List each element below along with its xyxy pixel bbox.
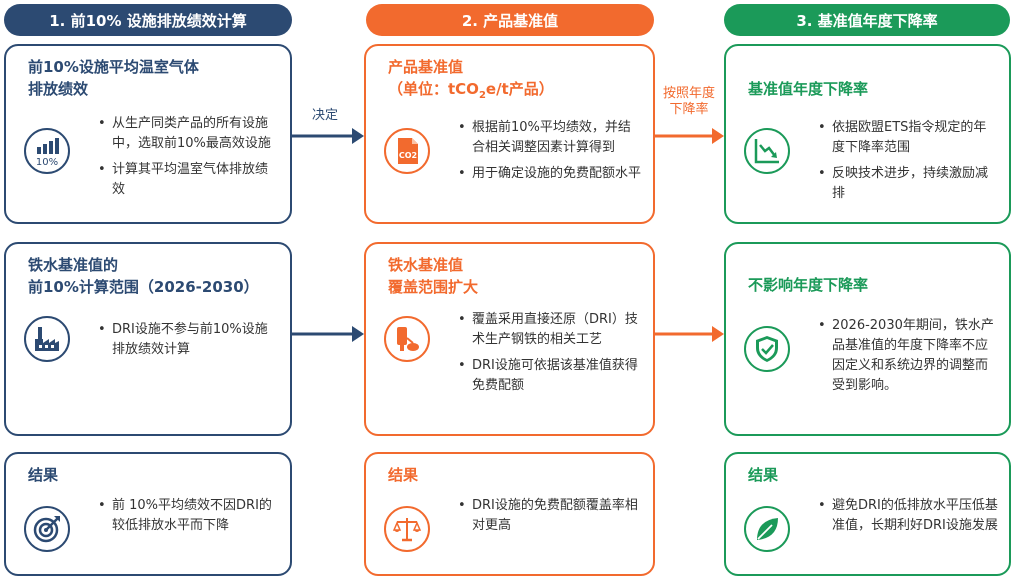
svg-text:10%: 10%: [36, 157, 58, 166]
bullet-list: 依据欧盟ETS指令规定的年度下降率范围 反映技术进步，持续激励减排: [818, 118, 999, 210]
bullet-list: DRI设施的免费配额覆盖率相对更高: [458, 496, 643, 542]
bar-chart-icon: 10%: [24, 128, 70, 174]
arrow-decide: [292, 128, 364, 144]
bullet-list: 从生产同类产品的所有设施中，选取前10%最高效设施 计算其平均温室气体排放绩效: [98, 114, 280, 206]
card-title: 产品基准值: [388, 58, 464, 76]
declining-chart-icon: [744, 128, 790, 174]
dri-furnace-icon: [384, 316, 430, 362]
card-annual-reduction-rate: 基准值年度下降率 依据欧盟ETS指令规定的年度下降率范围 反映技术进步，持续激励…: [724, 44, 1011, 224]
bullet-list: 覆盖采用直接还原（DRI）技术生产钢铁的相关工艺 DRI设施可依据该基准值获得免…: [458, 310, 643, 402]
card-title: 铁水基准值的 前10%计算范围（2026-2030）: [28, 256, 259, 296]
list-item: 依据欧盟ETS指令规定的年度下降率范围: [818, 118, 999, 158]
target-icon: [24, 506, 70, 552]
card-result-col1: 结果 前 10%平均绩效不因DRI的较低排放水平而下降: [4, 452, 292, 576]
card-title: 不影响年度下降率: [748, 276, 869, 294]
list-item: DRI设施的免费配额覆盖率相对更高: [458, 496, 643, 536]
arrow-annual-rate: [655, 128, 724, 144]
co2-document-icon: CO2: [384, 128, 430, 174]
list-item: DRI设施不参与前10%设施排放绩效计算: [98, 320, 280, 360]
bullet-list: 根据前10%平均绩效，并结合相关调整因素计算得到 用于确定设施的免费配额水平: [458, 118, 643, 190]
arrow-no-impact: [655, 326, 724, 342]
list-item: DRI设施可依据该基准值获得免费配额: [458, 356, 643, 396]
bullet-list: 避免DRI的低排放水平压低基准值，长期利好DRI设施发展: [818, 496, 999, 542]
list-item: 反映技术进步，持续激励减排: [818, 164, 999, 204]
card-title: 结果: [748, 466, 779, 484]
unit-label: （单位：tCO2e/t产品）: [388, 80, 554, 101]
card-title: 结果: [28, 466, 59, 484]
list-item: 用于确定设施的免费配额水平: [458, 164, 643, 184]
arrow-label-annual-rate: 按照年度 下降率: [662, 86, 715, 117]
card-result-col2: 结果 DRI设施的免费配额覆盖率相对更高: [364, 452, 655, 576]
arrow-dri-scope: [292, 326, 364, 342]
list-item: 计算其平均温室气体排放绩效: [98, 160, 280, 200]
leaf-icon: [744, 506, 790, 552]
shield-check-icon: [744, 326, 790, 372]
svg-text:CO2: CO2: [399, 151, 417, 160]
card-title: 结果: [388, 466, 419, 484]
card-result-col3: 结果 避免DRI的低排放水平压低基准值，长期利好DRI设施发展: [724, 452, 1011, 576]
header-col1: 1. 前10% 设施排放绩效计算: [4, 4, 292, 36]
list-item: 覆盖采用直接还原（DRI）技术生产钢铁的相关工艺: [458, 310, 643, 350]
factory-icon: [24, 316, 70, 362]
card-title: 基准值年度下降率: [748, 80, 869, 98]
header-col3: 3. 基准值年度下降率: [724, 4, 1010, 36]
scales-icon: [384, 506, 430, 552]
list-item: 2026-2030年期间，铁水产品基准值的年度下降率不应因定义和系统边界的调整而…: [818, 316, 999, 396]
card-hot-metal-coverage: 铁水基准值 覆盖范围扩大 覆盖采用直接还原（DRI）技术生产钢铁的相关工艺 DR…: [364, 242, 655, 436]
header-col2: 2. 产品基准值: [366, 4, 654, 36]
card-title: 铁水基准值 覆盖范围扩大: [388, 256, 479, 296]
bullet-list: 前 10%平均绩效不因DRI的较低排放水平而下降: [98, 496, 280, 542]
bullet-list: 2026-2030年期间，铁水产品基准值的年度下降率不应因定义和系统边界的调整而…: [818, 316, 999, 402]
bullet-list: DRI设施不参与前10%设施排放绩效计算: [98, 320, 280, 366]
card-product-benchmark: 产品基准值 （单位：tCO2e/t产品） CO2 根据前10%平均绩效，并结合相…: [364, 44, 655, 224]
card-title: 前10%设施平均温室气体 排放绩效: [28, 58, 199, 98]
list-item: 根据前10%平均绩效，并结合相关调整因素计算得到: [458, 118, 643, 158]
card-top10-performance: 前10%设施平均温室气体 排放绩效 10% 从生产同类产品的所有设施中，选取前1…: [4, 44, 292, 224]
card-hot-metal-scope: 铁水基准值的 前10%计算范围（2026-2030） DRI设施不参与前10%设…: [4, 242, 292, 436]
card-no-impact: 不影响年度下降率 2026-2030年期间，铁水产品基准值的年度下降率不应因定义…: [724, 242, 1011, 436]
list-item: 避免DRI的低排放水平压低基准值，长期利好DRI设施发展: [818, 496, 999, 536]
list-item: 从生产同类产品的所有设施中，选取前10%最高效设施: [98, 114, 280, 154]
arrow-label-decide: 决定: [311, 108, 338, 123]
list-item: 前 10%平均绩效不因DRI的较低排放水平而下降: [98, 496, 280, 536]
